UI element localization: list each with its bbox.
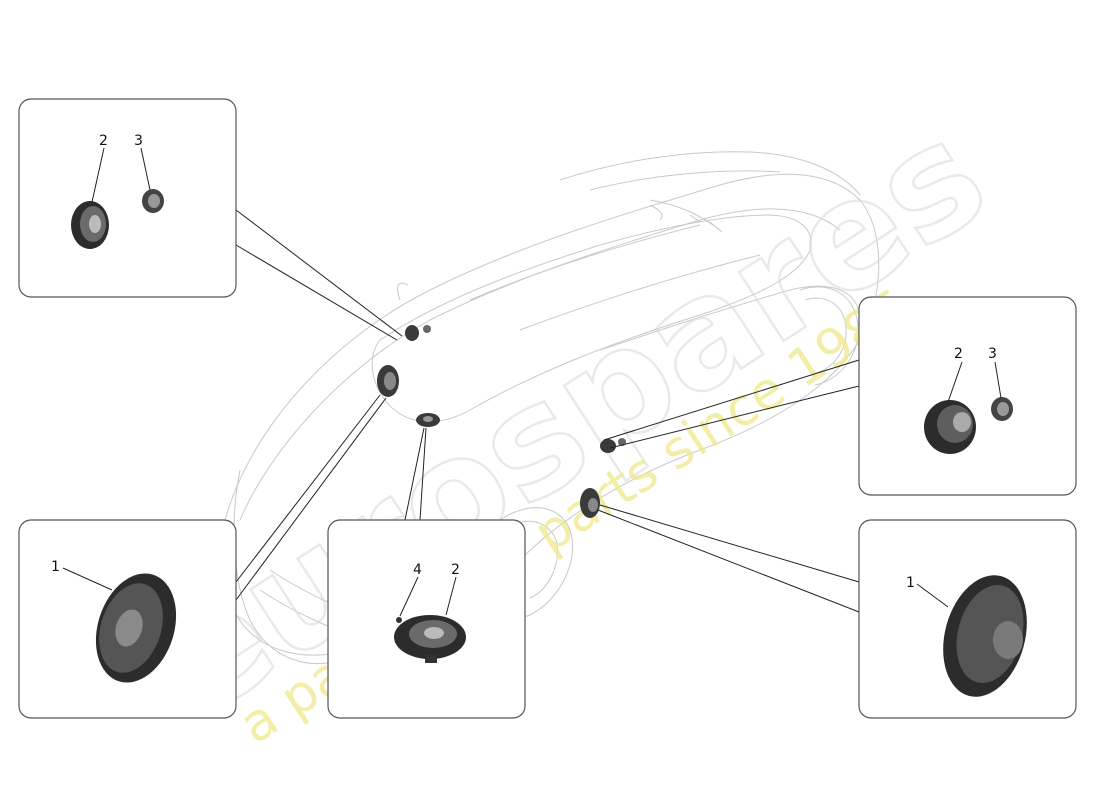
- detail-panel-dash-speaker: 4 2: [327, 519, 526, 719]
- detail-panel-rear-tweeter: 2 3: [858, 296, 1077, 496]
- callout-number: 2: [99, 133, 108, 149]
- screw-icon: [396, 617, 402, 623]
- speaker-tweeter-icon: [991, 397, 1013, 421]
- speaker-tweeter-icon: [142, 189, 164, 213]
- speaker-midrange-icon: [924, 400, 976, 454]
- car-speaker-front-door: [377, 365, 399, 397]
- callout-number: 3: [134, 133, 143, 149]
- callout-number: 2: [451, 562, 460, 578]
- callout-number: 2: [954, 346, 963, 362]
- speaker-woofer-icon: [943, 575, 1027, 697]
- callout-number: 4: [413, 562, 422, 578]
- callout-number: 1: [906, 575, 915, 591]
- car-speaker-front-tweeter: [405, 325, 431, 341]
- detail-panel-front-woofer: 1: [18, 519, 237, 719]
- detail-panel-rear-woofer: 1: [858, 519, 1077, 719]
- callout-number: 1: [51, 559, 60, 575]
- callout-number: 3: [988, 346, 997, 362]
- speaker-dash-icon: [394, 615, 466, 663]
- detail-panel-front-tweeter: 2 3: [18, 98, 237, 298]
- speaker-midrange-icon: [71, 201, 109, 249]
- leader-lines: [235, 209, 860, 613]
- speaker-woofer-icon: [95, 573, 177, 683]
- car-speaker-dash: [416, 413, 440, 427]
- car-speaker-rear-door: [580, 488, 600, 518]
